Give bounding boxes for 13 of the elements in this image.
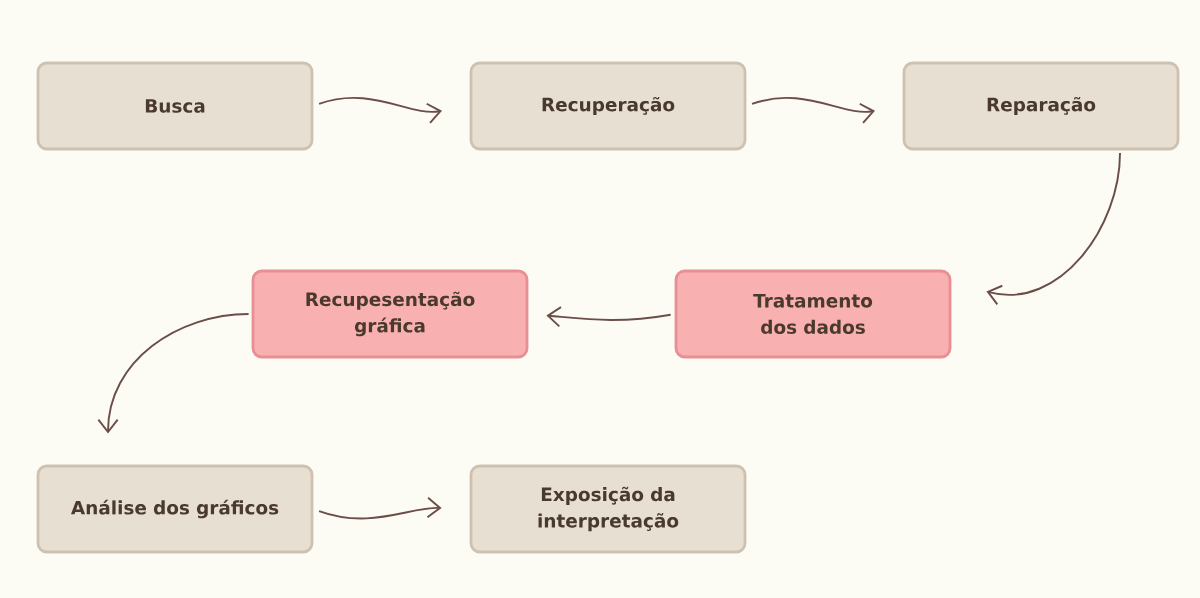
arrow: [318, 96, 443, 124]
process-box: Tratamento dos dados: [674, 269, 952, 359]
process-box: Reparação: [902, 61, 1180, 151]
arrow: [986, 151, 1121, 306]
process-box: Recupesentação gráfica: [251, 269, 529, 359]
arrow: [318, 496, 442, 520]
arrow: [751, 96, 876, 124]
process-box: Exposição da interpretação: [469, 464, 747, 554]
arrow: [97, 313, 250, 434]
arrow: [546, 306, 672, 328]
process-box: Análise dos gráficos: [36, 464, 314, 554]
process-box: Busca: [36, 61, 314, 151]
process-box: Recuperação: [469, 61, 747, 151]
